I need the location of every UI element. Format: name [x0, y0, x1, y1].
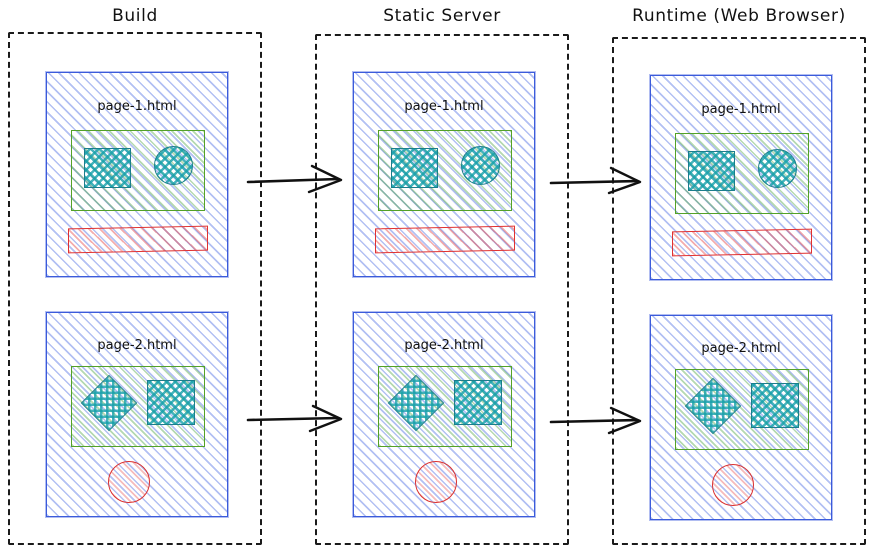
- arrow-build-to-static-server-top: [246, 160, 350, 202]
- page-footer-circle: [108, 461, 150, 503]
- page-content-region: [71, 130, 205, 211]
- content-shape-diamond: [80, 374, 138, 432]
- page-card-label: page-1.html: [701, 102, 781, 117]
- page-card-build-page-2[interactable]: page-2.html: [45, 311, 229, 518]
- page-card-label: page-1.html: [97, 99, 177, 114]
- page-card-build-page-1[interactable]: page-1.html: [45, 71, 229, 278]
- page-footer-bar: [68, 225, 208, 254]
- arrow-build-to-static-server-bottom: [246, 398, 350, 440]
- page-card-label: page-2.html: [404, 338, 484, 353]
- content-shape-square: [454, 380, 502, 425]
- content-shape-circle: [758, 149, 797, 188]
- content-shape-square: [391, 148, 438, 188]
- page-card-label: page-2.html: [97, 338, 177, 353]
- content-shape-square: [688, 151, 735, 191]
- page-footer-circle: [415, 461, 457, 503]
- stage-column-build: [8, 32, 262, 545]
- stage-title-runtime: Runtime (Web Browser): [632, 6, 846, 26]
- content-shape-circle: [461, 146, 500, 185]
- content-shape-square: [84, 148, 131, 188]
- page-footer-bar: [672, 228, 812, 257]
- content-shape-circle: [154, 146, 193, 185]
- page-content-region: [71, 366, 205, 447]
- stage-title-build: Build: [112, 6, 158, 26]
- page-card-runtime-page-2[interactable]: page-2.html: [649, 314, 833, 521]
- page-content-region: [378, 130, 512, 211]
- page-content-region: [378, 366, 512, 447]
- page-card-label: page-1.html: [404, 99, 484, 114]
- page-card-static-server-page-2[interactable]: page-2.html: [352, 311, 536, 518]
- content-shape-square: [751, 383, 799, 428]
- page-card-runtime-page-1[interactable]: page-1.html: [649, 74, 833, 281]
- content-shape-square: [147, 380, 195, 425]
- arrow-static-server-to-runtime-top: [549, 161, 649, 203]
- content-shape-diamond: [387, 374, 445, 432]
- stage-column-runtime: [612, 37, 866, 545]
- arrow-static-server-to-runtime-bottom: [549, 400, 649, 442]
- page-footer-circle: [712, 464, 754, 506]
- page-card-label: page-2.html: [701, 341, 781, 356]
- content-shape-diamond: [684, 377, 742, 435]
- page-content-region: [675, 369, 809, 450]
- page-footer-bar: [375, 225, 515, 254]
- stage-title-static-server: Static Server: [383, 6, 501, 26]
- stage-column-static-server: [315, 34, 569, 545]
- page-content-region: [675, 133, 809, 214]
- page-card-static-server-page-1[interactable]: page-1.html: [352, 71, 536, 278]
